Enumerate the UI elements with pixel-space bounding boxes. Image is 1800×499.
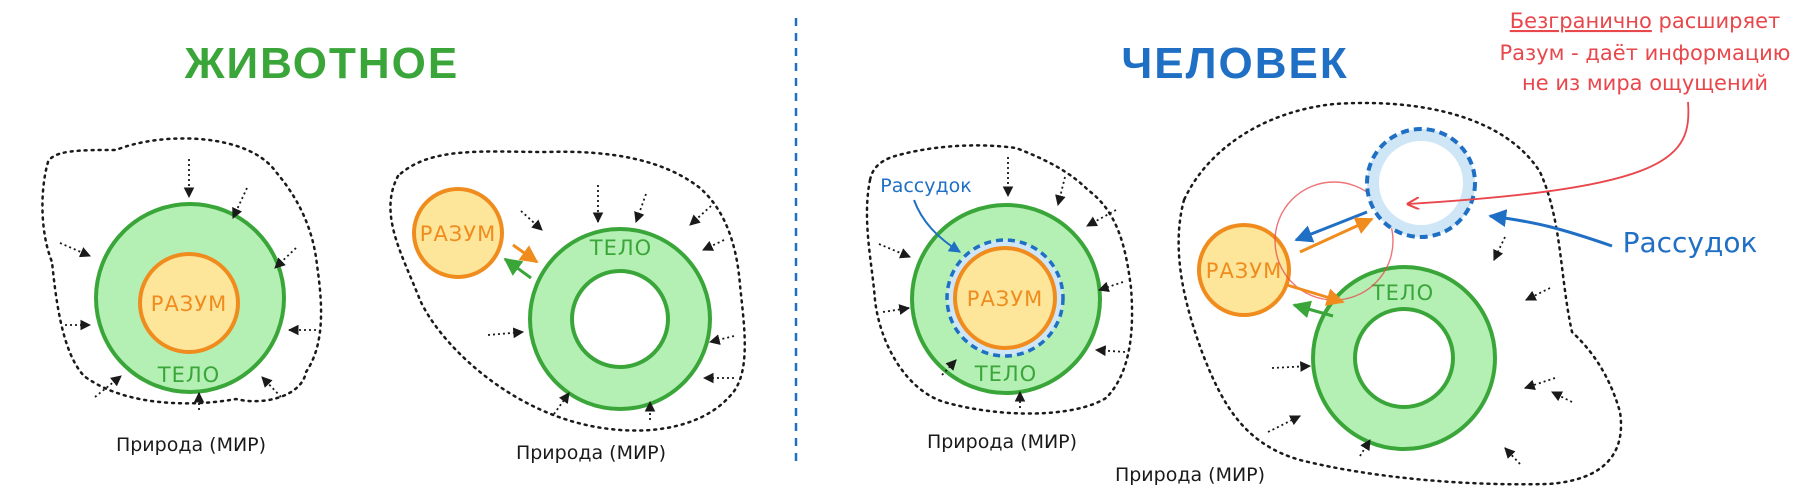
nature-label: Природа (МИР) — [927, 431, 1077, 453]
body-label: ТЕЛО — [974, 362, 1037, 386]
note-line-1: Безгранично расширяет — [1510, 9, 1781, 33]
note-line-3: не из мира ощущений — [1522, 71, 1768, 95]
reason-circle-inner — [1379, 141, 1463, 225]
body-label: ТЕЛО — [589, 236, 652, 260]
nature-boundary — [1177, 101, 1623, 486]
body-label: ТЕЛО — [157, 363, 220, 387]
note-line-1-rest: расширяет — [1652, 9, 1780, 33]
reason-pointer — [913, 199, 962, 253]
reason-label: Рассудок — [1623, 226, 1758, 259]
mind-circle — [412, 187, 504, 279]
human-diagram-2: ТЕЛО РАЗУМ Рассудок Природа (МИР) — [1115, 101, 1758, 486]
note-underlined-word: Безгранично — [1510, 9, 1652, 33]
nature-boundary — [865, 144, 1134, 415]
human-diagram-1: РАЗУМ ТЕЛО Рассудок Природа (МИР) — [865, 144, 1134, 453]
perception-arrows — [487, 185, 735, 420]
reason-label: Рассудок — [880, 175, 971, 197]
reason-pointer — [1488, 209, 1613, 248]
mind-label: РАЗУМ — [967, 287, 1043, 311]
animal-diagram-1: РАЗУМ ТЕЛО Природа (МИР) — [41, 137, 323, 456]
body-hole — [1353, 307, 1455, 409]
body-to-mind-arrow — [1292, 300, 1334, 319]
heading-animal: ЖИВОТНОЕ — [184, 39, 460, 88]
side-note: Безгранично расширяет Разум - даёт инфор… — [1500, 9, 1791, 95]
nature-boundary — [41, 137, 323, 405]
mind-label: РАЗУМ — [151, 292, 227, 316]
note-line-2: Разум - даёт информацию — [1500, 41, 1791, 65]
note-pointer — [1408, 101, 1690, 204]
perception-arrows — [59, 159, 316, 410]
mind-to-body-arrow — [512, 243, 539, 264]
reason-to-mind-arrow — [1294, 210, 1368, 243]
nature-label: Природа (МИР) — [1115, 464, 1265, 486]
mind-circle — [1197, 223, 1291, 317]
heading-human: ЧЕЛОВЕК — [1121, 39, 1348, 88]
nature-label: Природа (МИР) — [516, 442, 666, 464]
nature-label: Природа (МИР) — [116, 434, 266, 456]
mind-to-body-arrow — [1286, 283, 1345, 306]
perception-arrows — [878, 157, 1126, 408]
animal-diagram-2: ТЕЛО РАЗУМ Природа (МИР) — [389, 150, 746, 464]
mind-circle — [953, 246, 1057, 350]
mind-label: РАЗУМ — [1206, 259, 1282, 283]
perception-arrows — [1267, 236, 1573, 465]
body-to-mind-arrow — [503, 257, 532, 280]
mind-label: РАЗУМ — [420, 222, 496, 246]
mind-to-reason-arrow — [1299, 217, 1374, 254]
nature-boundary — [389, 150, 746, 432]
body-label: ТЕЛО — [1371, 281, 1434, 305]
mind-circle — [138, 252, 240, 354]
body-hole — [570, 269, 670, 369]
